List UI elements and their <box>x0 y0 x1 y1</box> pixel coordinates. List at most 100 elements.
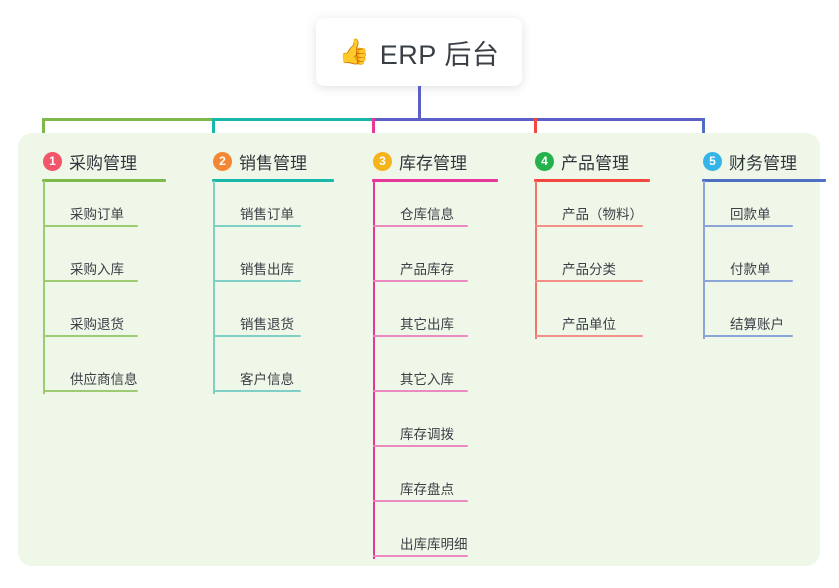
leaf-item-underline <box>535 225 643 227</box>
leaf-item-underline <box>373 555 468 557</box>
branch-header-underline-3 <box>372 179 498 182</box>
branch-header-underline-2 <box>212 179 334 182</box>
leaf-item-label: 结算账户 <box>730 317 784 332</box>
leaf-item-label: 采购订单 <box>70 207 124 222</box>
branch-title-4: 产品管理 <box>561 153 629 173</box>
leaf-item[interactable]: 库存盘点 <box>373 468 468 502</box>
leaf-item-underline <box>373 390 468 392</box>
leaf-item[interactable]: 其它出库 <box>373 303 468 337</box>
leaf-item-underline <box>703 225 793 227</box>
leaf-item[interactable]: 产品分类 <box>535 248 643 282</box>
connector-drop-3 <box>372 118 375 144</box>
leaf-item-label: 产品单位 <box>562 317 616 332</box>
leaf-item[interactable]: 库存调拨 <box>373 413 468 447</box>
branch-header-1[interactable]: 1 采购管理 <box>20 143 170 179</box>
leaf-item[interactable]: 采购订单 <box>43 193 138 227</box>
leaf-item-label: 采购退货 <box>70 317 124 332</box>
branch-spine-4 <box>535 181 537 339</box>
branch-spine-5 <box>703 181 705 339</box>
leaf-item-label: 供应商信息 <box>70 372 138 387</box>
leaf-item-underline <box>213 335 301 337</box>
leaf-item-label: 销售订单 <box>240 207 294 222</box>
leaf-item-underline <box>213 390 301 392</box>
leaf-item-underline <box>373 335 468 337</box>
branch-title-1: 采购管理 <box>69 153 137 173</box>
leaf-item[interactable]: 付款单 <box>703 248 793 282</box>
leaf-item-underline <box>43 335 138 337</box>
branch-header-4[interactable]: 4 产品管理 <box>512 143 662 179</box>
branch-column-4: 4 产品管理产品（物料） 产品分类产品单位 <box>512 143 662 339</box>
leaf-item-underline <box>43 225 138 227</box>
branch-badge-3: 3 <box>373 151 392 171</box>
branch-header-2[interactable]: 2 销售管理 <box>190 143 340 179</box>
leaf-item-underline <box>43 390 138 392</box>
leaf-item-underline <box>373 280 468 282</box>
leaf-item[interactable]: 结算账户 <box>703 303 793 337</box>
connector-drop-5 <box>702 118 705 144</box>
connector-drop-1 <box>42 118 45 144</box>
leaf-item-underline <box>703 280 793 282</box>
leaf-item-underline <box>213 280 301 282</box>
leaf-item[interactable]: 出库库明细 <box>373 523 468 557</box>
branch-title-5: 财务管理 <box>729 153 797 173</box>
branch-badge-4: 4 <box>535 151 554 171</box>
leaf-item-label: 仓库信息 <box>400 207 454 222</box>
thumbs-up-icon: 👍 <box>338 37 370 66</box>
leaf-item[interactable]: 客户信息 <box>213 358 301 392</box>
leaf-item-underline <box>535 280 643 282</box>
branch-header-underline-1 <box>42 179 166 182</box>
leaf-item-label: 其它入库 <box>400 372 454 387</box>
branch-badge-5: 5 <box>703 151 722 171</box>
leaf-item-underline <box>373 500 468 502</box>
leaf-item-label: 付款单 <box>730 262 771 277</box>
leaf-item-label: 其它出库 <box>400 317 454 332</box>
branch-header-5[interactable]: 5 财务管理 <box>680 143 830 179</box>
branch-header-underline-4 <box>534 179 650 182</box>
leaf-item-label: 回款单 <box>730 207 771 222</box>
leaf-item-underline <box>703 335 793 337</box>
connector-bus-segment-3 <box>372 118 705 121</box>
leaf-item-label: 销售退货 <box>240 317 294 332</box>
leaf-item[interactable]: 其它入库 <box>373 358 468 392</box>
branch-spine-3 <box>373 181 375 559</box>
diagram-panel <box>18 133 820 566</box>
branch-badge-1: 1 <box>43 151 62 171</box>
leaf-item[interactable]: 回款单 <box>703 193 793 227</box>
leaf-item-underline <box>373 225 468 227</box>
leaf-item[interactable]: 供应商信息 <box>43 358 138 392</box>
leaf-item-label: 产品库存 <box>400 262 454 277</box>
leaf-item-label: 产品分类 <box>562 262 616 277</box>
leaf-item-label: 产品（物料） <box>562 207 643 222</box>
leaf-item[interactable]: 产品单位 <box>535 303 643 337</box>
branch-badge-2: 2 <box>213 151 232 171</box>
root-node-title: ERP 后台 <box>379 39 500 70</box>
connector-drop-2 <box>212 118 215 144</box>
leaf-item[interactable]: 销售出库 <box>213 248 301 282</box>
leaf-item-underline <box>535 335 643 337</box>
branch-column-2: 2 销售管理销售订单销售出库销售退货客户信息 <box>190 143 340 394</box>
leaf-item[interactable]: 仓库信息 <box>373 193 468 227</box>
branch-title-2: 销售管理 <box>239 153 307 173</box>
leaf-item-label: 销售出库 <box>240 262 294 277</box>
connector-bus-segment-1 <box>42 118 214 121</box>
branch-column-5: 5 财务管理回款单付款单结算账户 <box>680 143 830 339</box>
leaf-item-underline <box>213 225 301 227</box>
root-node-erp-backend[interactable]: 👍 ERP 后台 <box>316 18 522 86</box>
leaf-item[interactable]: 采购入库 <box>43 248 138 282</box>
leaf-item[interactable]: 产品（物料） <box>535 193 643 227</box>
leaf-item-label: 出库库明细 <box>400 537 468 552</box>
leaf-item[interactable]: 采购退货 <box>43 303 138 337</box>
leaf-item-underline <box>373 445 468 447</box>
leaf-item[interactable]: 销售退货 <box>213 303 301 337</box>
leaf-item-underline <box>43 280 138 282</box>
leaf-item-label: 库存盘点 <box>400 482 454 497</box>
leaf-item[interactable]: 销售订单 <box>213 193 301 227</box>
branch-spine-1 <box>43 181 45 394</box>
leaf-item[interactable]: 产品库存 <box>373 248 468 282</box>
connector-bus-segment-2 <box>212 118 374 121</box>
connector-root-stem <box>418 86 421 121</box>
branch-column-1: 1 采购管理采购订单采购入库采购退货供应商信息 <box>20 143 170 394</box>
